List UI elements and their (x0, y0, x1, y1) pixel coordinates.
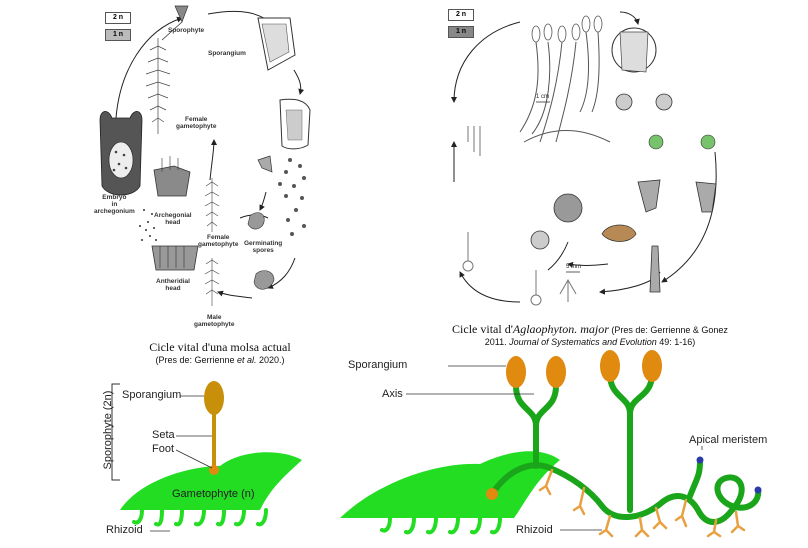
scale-1cm: 1 cm (536, 94, 550, 100)
agl-caption-line2-post: 49: 1-16) (656, 337, 696, 347)
apical-meristem-dot-1 (696, 456, 704, 464)
aglaophyton-caption: Cicle vital d'Aglaophyton. major (Pres d… (425, 322, 755, 347)
moss-label-sporangium: Sporangium (122, 389, 182, 401)
moss-caption-source-post: 2020.) (256, 355, 285, 365)
moss-sporangium-shape (204, 381, 224, 415)
moss-cycle-drawing (99, 5, 311, 306)
moss-label-gametophyte: Gametophyte (n) (172, 488, 255, 500)
agl-label-axis: Axis (382, 388, 403, 400)
agl-caption-species: Aglaophyton. major (512, 322, 609, 336)
aglaophyton-caption-line1: Cicle vital d'Aglaophyton. major (Pres d… (425, 322, 755, 337)
agl-gametophyte-rhizoids (380, 516, 502, 535)
moss-caption-source: (Pres de: Gerrienne et al. 2020.) (120, 355, 320, 365)
agl-caption-journal: Journal of Systematics and Evolution (509, 337, 657, 347)
moss-schematic: Sporophyte (2n) Sporangium Seta Foot Gam… (80, 370, 330, 543)
agl-caption-source: (Pres de: Gerrienne & Gonez (608, 325, 728, 335)
moss-rhizoids (132, 508, 268, 527)
agl-label-apical-meristem: Apical meristem (689, 434, 768, 446)
legend-2n: 2 n (105, 12, 131, 24)
moss-life-cycle: 2 n 1 n Sporophyte Sporangium Female gam… (90, 0, 330, 340)
moss-caption-source-em: et al. (237, 355, 257, 365)
moss-label-seta: Seta (152, 429, 175, 441)
label-germinating-spores: Germinating spores (244, 240, 283, 254)
label-female-gametophyte: Female gametophyte (198, 234, 239, 248)
legend-1n-right: 1 n (448, 26, 474, 38)
label-embryo: Embryo in archegonium (94, 194, 135, 215)
aglaophyton-life-cycle: 2 n 1 n 1 cm 5 mm (440, 2, 730, 317)
label-antheridial-head: Antheridial head (156, 278, 190, 292)
agl-label-rhizoid: Rhizoid (516, 524, 553, 536)
aglaophyton-cycle-drawing (451, 11, 717, 306)
legend-2n-right: 2 n (448, 9, 474, 21)
agl-foot-dot (486, 488, 498, 500)
sporophyte-bracket-label: Sporophyte (2n) (102, 390, 114, 470)
label-archegonial-head: Archegonial head (154, 212, 192, 226)
moss-caption: Cicle vital d'una molsa actual (Pres de:… (120, 340, 320, 365)
aglaophyton-caption-line2: 2011. Journal of Systematics and Evoluti… (425, 337, 755, 347)
apical-meristem-dot-2 (754, 486, 762, 494)
moss-label-rhizoid: Rhizoid (106, 524, 143, 536)
label-male-gametophyte: Male gametophyte (194, 314, 235, 328)
moss-foot-dot (209, 465, 219, 475)
moss-caption-source-pre: (Pres de: Gerrienne (155, 355, 237, 365)
agl-label-sporangium: Sporangium (348, 359, 408, 371)
agl-gametophyte-shape (340, 451, 560, 518)
moss-schematic-drawing (111, 381, 302, 532)
moss-label-foot: Foot (152, 443, 175, 455)
scale-5mm: 5 mm (566, 264, 581, 270)
agl-caption-line2-pre: 2011. (484, 337, 510, 347)
aglaophyton-schematic-drawing (340, 350, 762, 538)
legend-1n: 1 n (105, 29, 131, 41)
moss-gametophyte-shape (120, 452, 302, 510)
label-sporangium: Sporangium (208, 50, 246, 57)
agl-orange-rhizoids (538, 468, 746, 538)
moss-caption-main: Cicle vital d'una molsa actual (149, 340, 291, 354)
sporophyte-bracket-line (111, 383, 120, 481)
aglaophyton-schematic: Sporangium Axis Apical meristem Rhizoid (340, 350, 808, 543)
label-female-gametophyte-top: Female gametophyte (176, 116, 217, 130)
agl-sporangia (506, 350, 662, 388)
agl-axis-stems (489, 371, 762, 525)
agl-caption-pre: Cicle vital d' (452, 322, 513, 336)
label-sporophyte: Sporophyte (168, 27, 205, 34)
